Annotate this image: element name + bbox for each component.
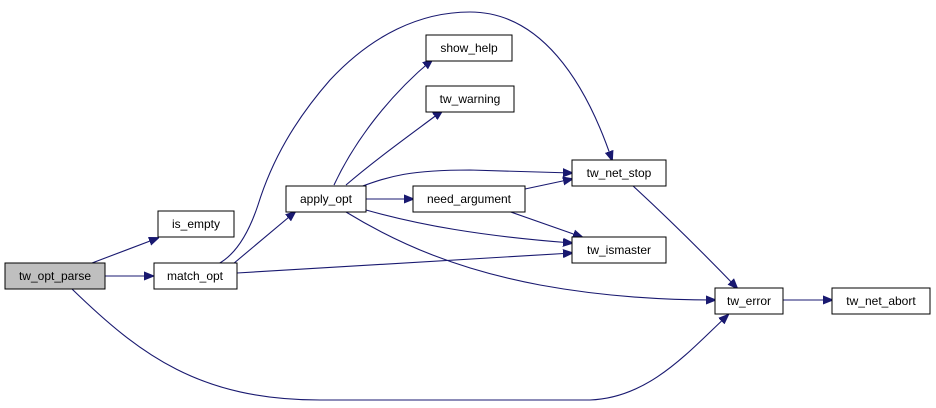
node-label-tw_warning: tw_warning bbox=[440, 92, 501, 106]
node-apply_opt[interactable]: apply_opt bbox=[285, 185, 367, 213]
edge-apply_opt-tw_warning bbox=[345, 111, 442, 186]
node-label-show_help: show_help bbox=[440, 41, 498, 55]
node-label-tw_opt_parse: tw_opt_parse bbox=[19, 269, 91, 283]
edge-apply_opt-tw_ismaster bbox=[365, 209, 572, 243]
node-tw_net_abort[interactable]: tw_net_abort bbox=[831, 287, 931, 315]
node-tw_warning[interactable]: tw_warning bbox=[425, 85, 515, 113]
edge-tw_opt_parse-is_empty bbox=[91, 238, 158, 264]
node-label-tw_ismaster: tw_ismaster bbox=[587, 243, 651, 257]
node-tw_opt_parse[interactable]: tw_opt_parse bbox=[4, 262, 106, 290]
edge-tw_opt_parse-tw_error bbox=[71, 288, 728, 401]
node-match_opt[interactable]: match_opt bbox=[153, 262, 238, 290]
edge-need_argument-tw_net_stop bbox=[524, 179, 572, 190]
node-tw_ismaster[interactable]: tw_ismaster bbox=[571, 236, 667, 264]
node-show_help[interactable]: show_help bbox=[425, 34, 513, 62]
edge-match_opt-tw_ismaster bbox=[236, 253, 572, 274]
edge-apply_opt-tw_net_stop bbox=[359, 170, 572, 188]
edge-need_argument-tw_ismaster bbox=[507, 210, 582, 237]
edge-match_opt-apply_opt bbox=[232, 212, 295, 265]
node-tw_error[interactable]: tw_error bbox=[714, 287, 784, 315]
edge-apply_opt-show_help bbox=[333, 60, 432, 186]
node-label-is_empty: is_empty bbox=[172, 217, 220, 231]
edge-apply_opt-tw_error bbox=[345, 211, 715, 300]
edge-tw_net_stop-tw_error bbox=[631, 184, 737, 288]
node-label-match_opt: match_opt bbox=[167, 269, 224, 283]
node-label-apply_opt: apply_opt bbox=[300, 192, 353, 206]
node-label-need_argument: need_argument bbox=[427, 192, 512, 206]
node-label-tw_net_stop: tw_net_stop bbox=[587, 166, 652, 180]
edge-match_opt-tw_net_stop bbox=[217, 11, 612, 265]
node-label-tw_error: tw_error bbox=[727, 294, 771, 308]
node-need_argument[interactable]: need_argument bbox=[412, 185, 526, 213]
node-label-tw_net_abort: tw_net_abort bbox=[846, 294, 916, 308]
node-is_empty[interactable]: is_empty bbox=[157, 210, 235, 238]
node-tw_net_stop[interactable]: tw_net_stop bbox=[571, 159, 667, 187]
